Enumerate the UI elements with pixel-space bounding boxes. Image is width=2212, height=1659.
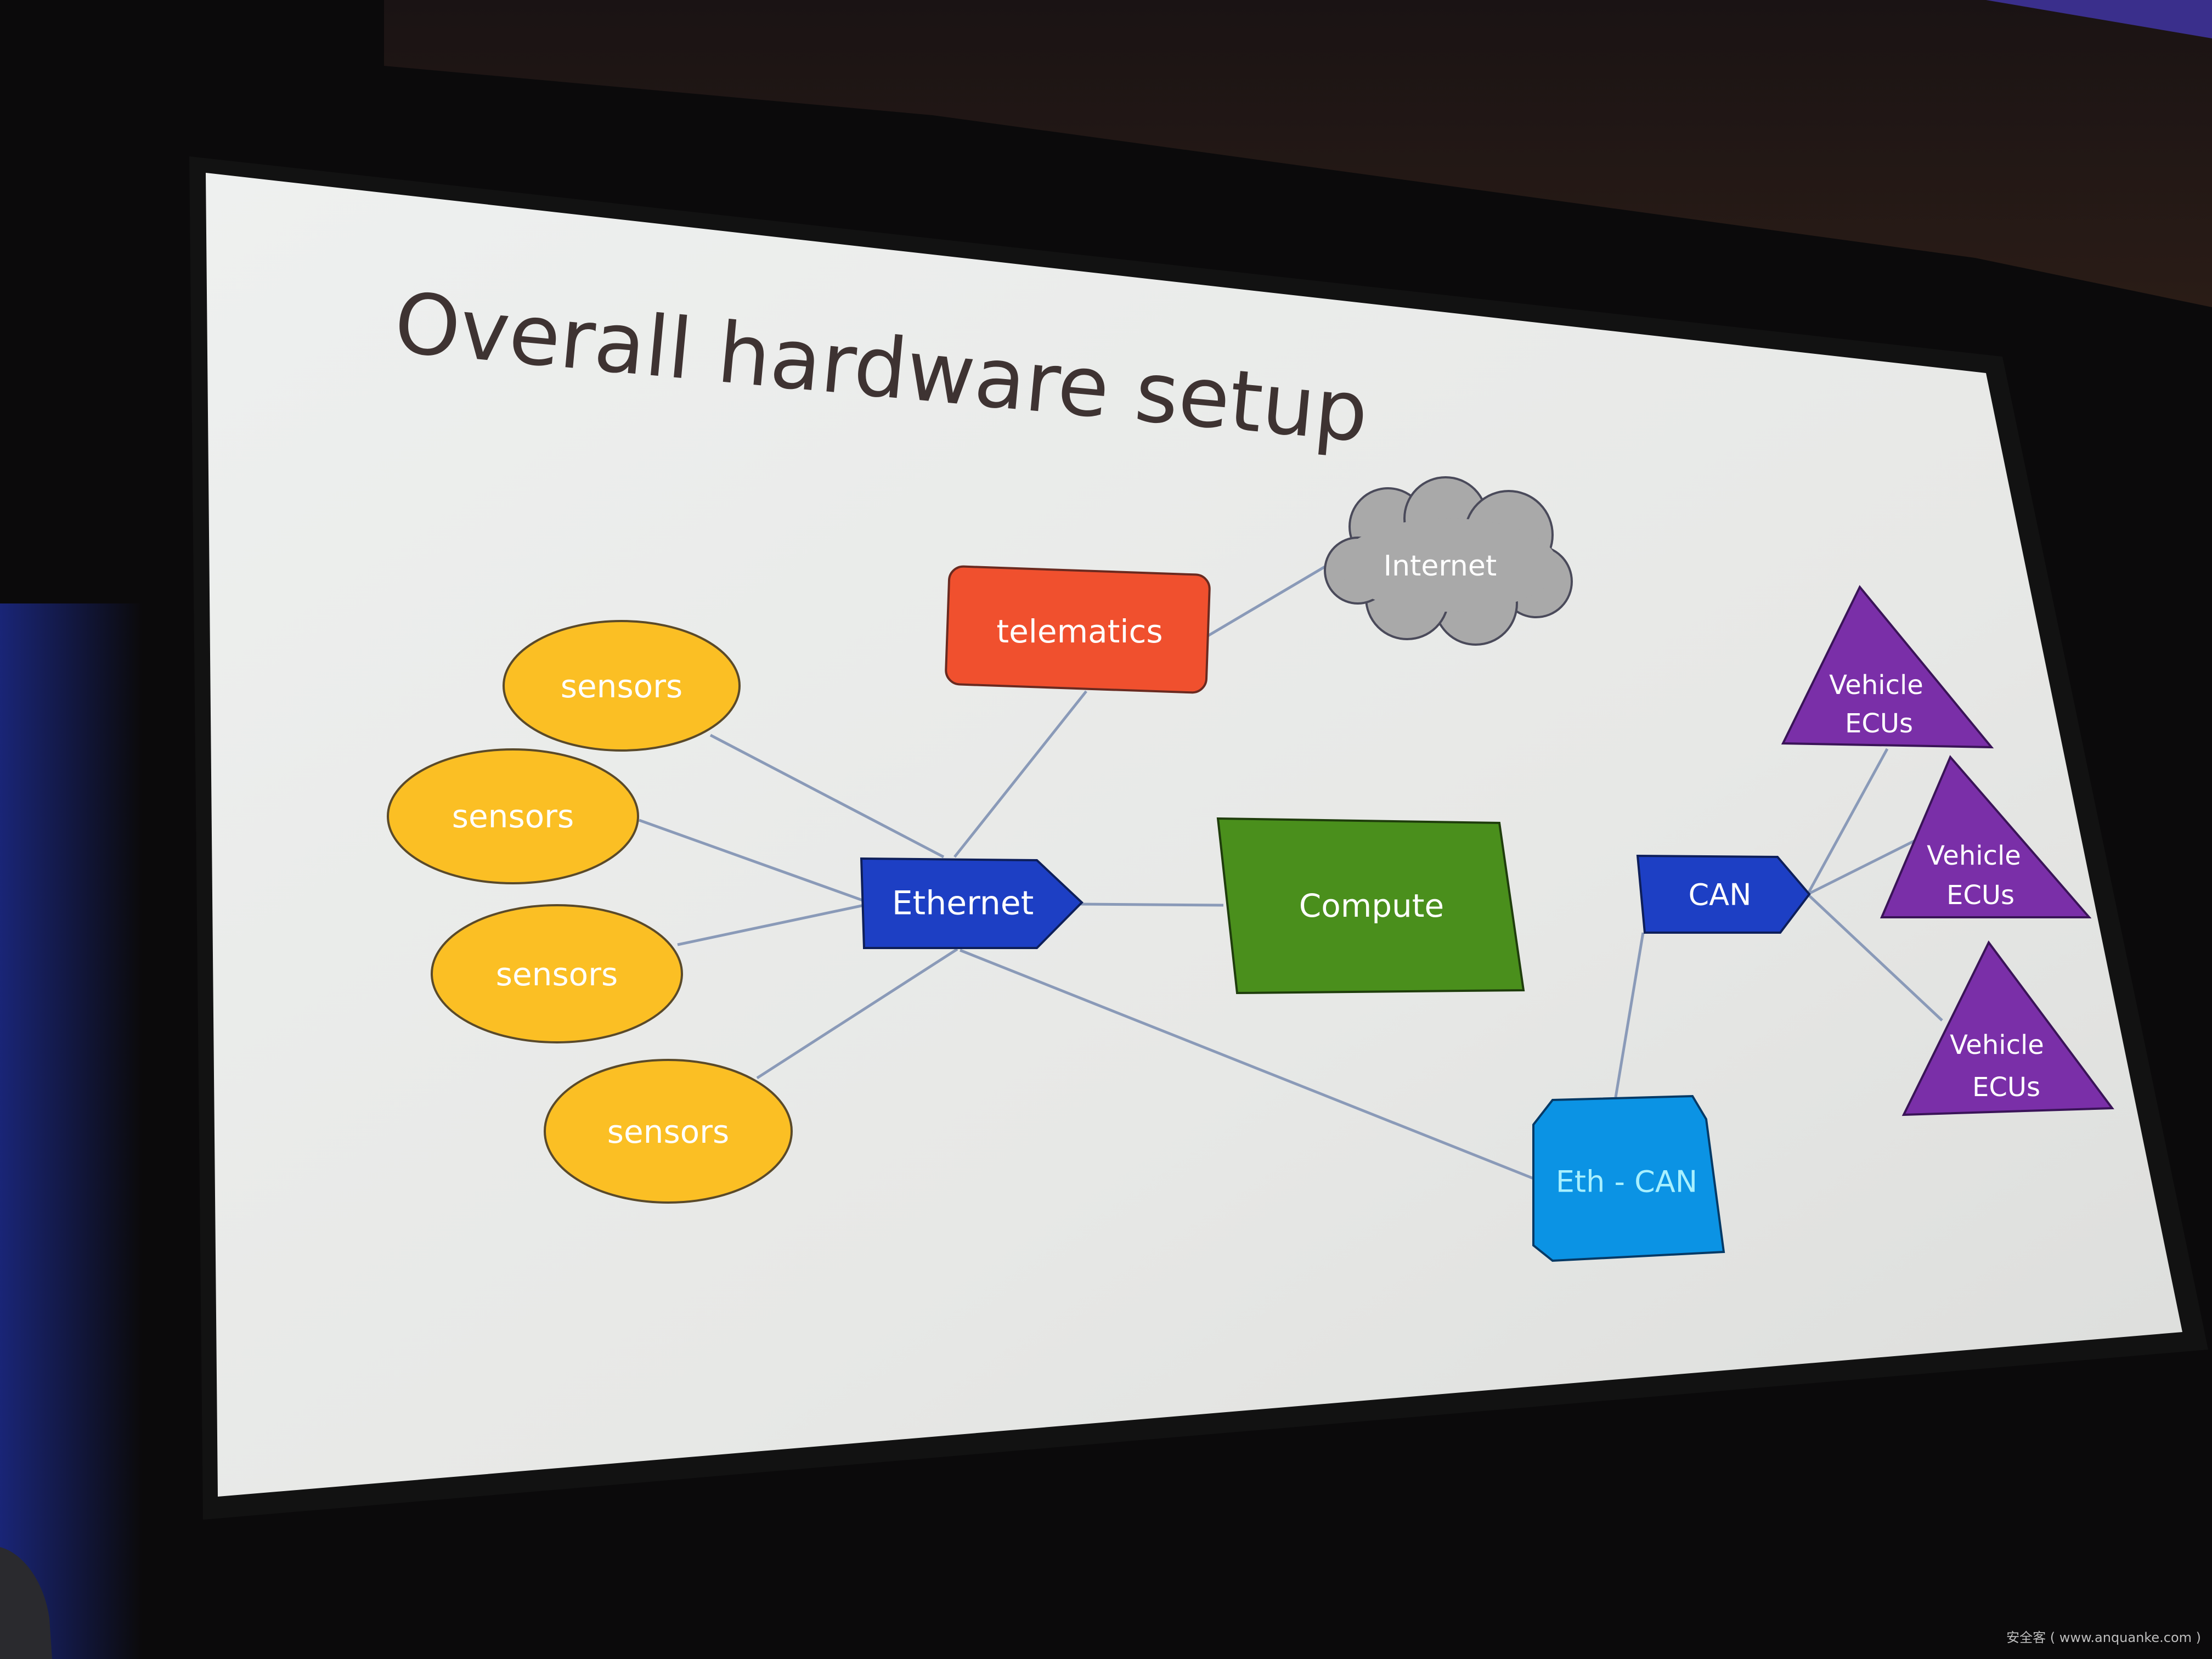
- watermark-text: 安全客 ( www.anquanke.com ): [2006, 1630, 2201, 1645]
- eth-can-node: Eth - CAN: [1532, 1094, 1725, 1262]
- eth-can-label: Eth - CAN: [1556, 1165, 1697, 1199]
- connector-ethernet-ethcan: [960, 949, 1537, 1181]
- sensors-label: sensors: [452, 798, 574, 835]
- connector-sensors4-ethernet: [756, 947, 958, 1080]
- can-shape: [1636, 854, 1811, 934]
- can-label: CAN: [1688, 878, 1751, 912]
- ethernet-node: Ethernet: [860, 857, 1084, 949]
- vehicle-ecus-label-line2: ECUs: [1972, 1072, 2040, 1103]
- sensors-node-4: sensors: [544, 1059, 793, 1204]
- sensors-shape: [431, 904, 683, 1043]
- connector-sensors2-ethernet: [639, 819, 865, 902]
- vehicle-ecus-node-1: Vehicle ECUs: [1781, 585, 1994, 749]
- vehicle-ecus-label-line2: ECUs: [1946, 880, 2015, 911]
- vehicle-ecus-label-line2: ECUs: [1845, 708, 1913, 739]
- cloud-fill: [1339, 518, 1558, 612]
- connectors: [639, 563, 1943, 1181]
- sensors-node-2: sensors: [387, 748, 639, 884]
- connector-can-ecus2: [1807, 838, 1918, 896]
- vehicle-ecus-label-line1: Vehicle: [1950, 1030, 2044, 1060]
- sensors-node-3: sensors: [431, 904, 683, 1043]
- sensors-node-1: sensors: [503, 620, 741, 752]
- sensors-shape: [503, 620, 741, 752]
- eth-can-shape: [1532, 1094, 1725, 1262]
- internet-label: Internet: [1384, 550, 1497, 583]
- telematics-shape: [945, 565, 1211, 694]
- compute-node: Compute: [1216, 817, 1525, 995]
- compute-shape: [1216, 817, 1525, 995]
- sensors-shape: [544, 1059, 793, 1204]
- sensors-label: sensors: [561, 668, 682, 705]
- telematics-node: telematics: [945, 565, 1211, 694]
- sensors-label: sensors: [607, 1113, 729, 1150]
- vehicle-ecus-label-line1: Vehicle: [1829, 670, 1923, 701]
- left-blue-glow: [0, 603, 143, 1659]
- ceiling: [384, 0, 2212, 307]
- can-node: CAN: [1636, 854, 1811, 934]
- connector-ethcan-can: [1614, 932, 1645, 1098]
- ethernet-shape: [860, 857, 1084, 949]
- vehicle-ecus-label-line1: Vehicle: [1927, 840, 2021, 871]
- vehicle-ecus-node-2: Vehicle ECUs: [1880, 755, 2092, 918]
- connector-can-ecus3: [1807, 893, 1943, 1022]
- connector-can-ecus1: [1806, 748, 1889, 895]
- vehicle-ecus-shape: [1781, 585, 1994, 749]
- connector-telematics-ethernet: [953, 690, 1087, 858]
- audience-silhouette: [0, 1547, 52, 1659]
- vehicle-ecus-shape: [1880, 755, 2092, 918]
- vehicle-ecus-shape: [1901, 940, 2114, 1116]
- sensors-label: sensors: [496, 956, 618, 993]
- ethernet-label: Ethernet: [892, 884, 1034, 923]
- connector-ethernet-compute: [1080, 902, 1224, 907]
- internet-node: Internet: [1324, 476, 1573, 646]
- vehicle-ecus-node-3: Vehicle ECUs: [1901, 940, 2114, 1116]
- telematics-label: telematics: [996, 613, 1163, 650]
- sensors-shape: [387, 748, 639, 884]
- connector-sensors1-ethernet: [709, 733, 945, 859]
- compute-label: Compute: [1299, 887, 1444, 924]
- connector-telematics-internet: [1206, 563, 1329, 638]
- connector-sensors3-ethernet: [677, 904, 865, 946]
- top-right-blue-light: [1986, 0, 2212, 38]
